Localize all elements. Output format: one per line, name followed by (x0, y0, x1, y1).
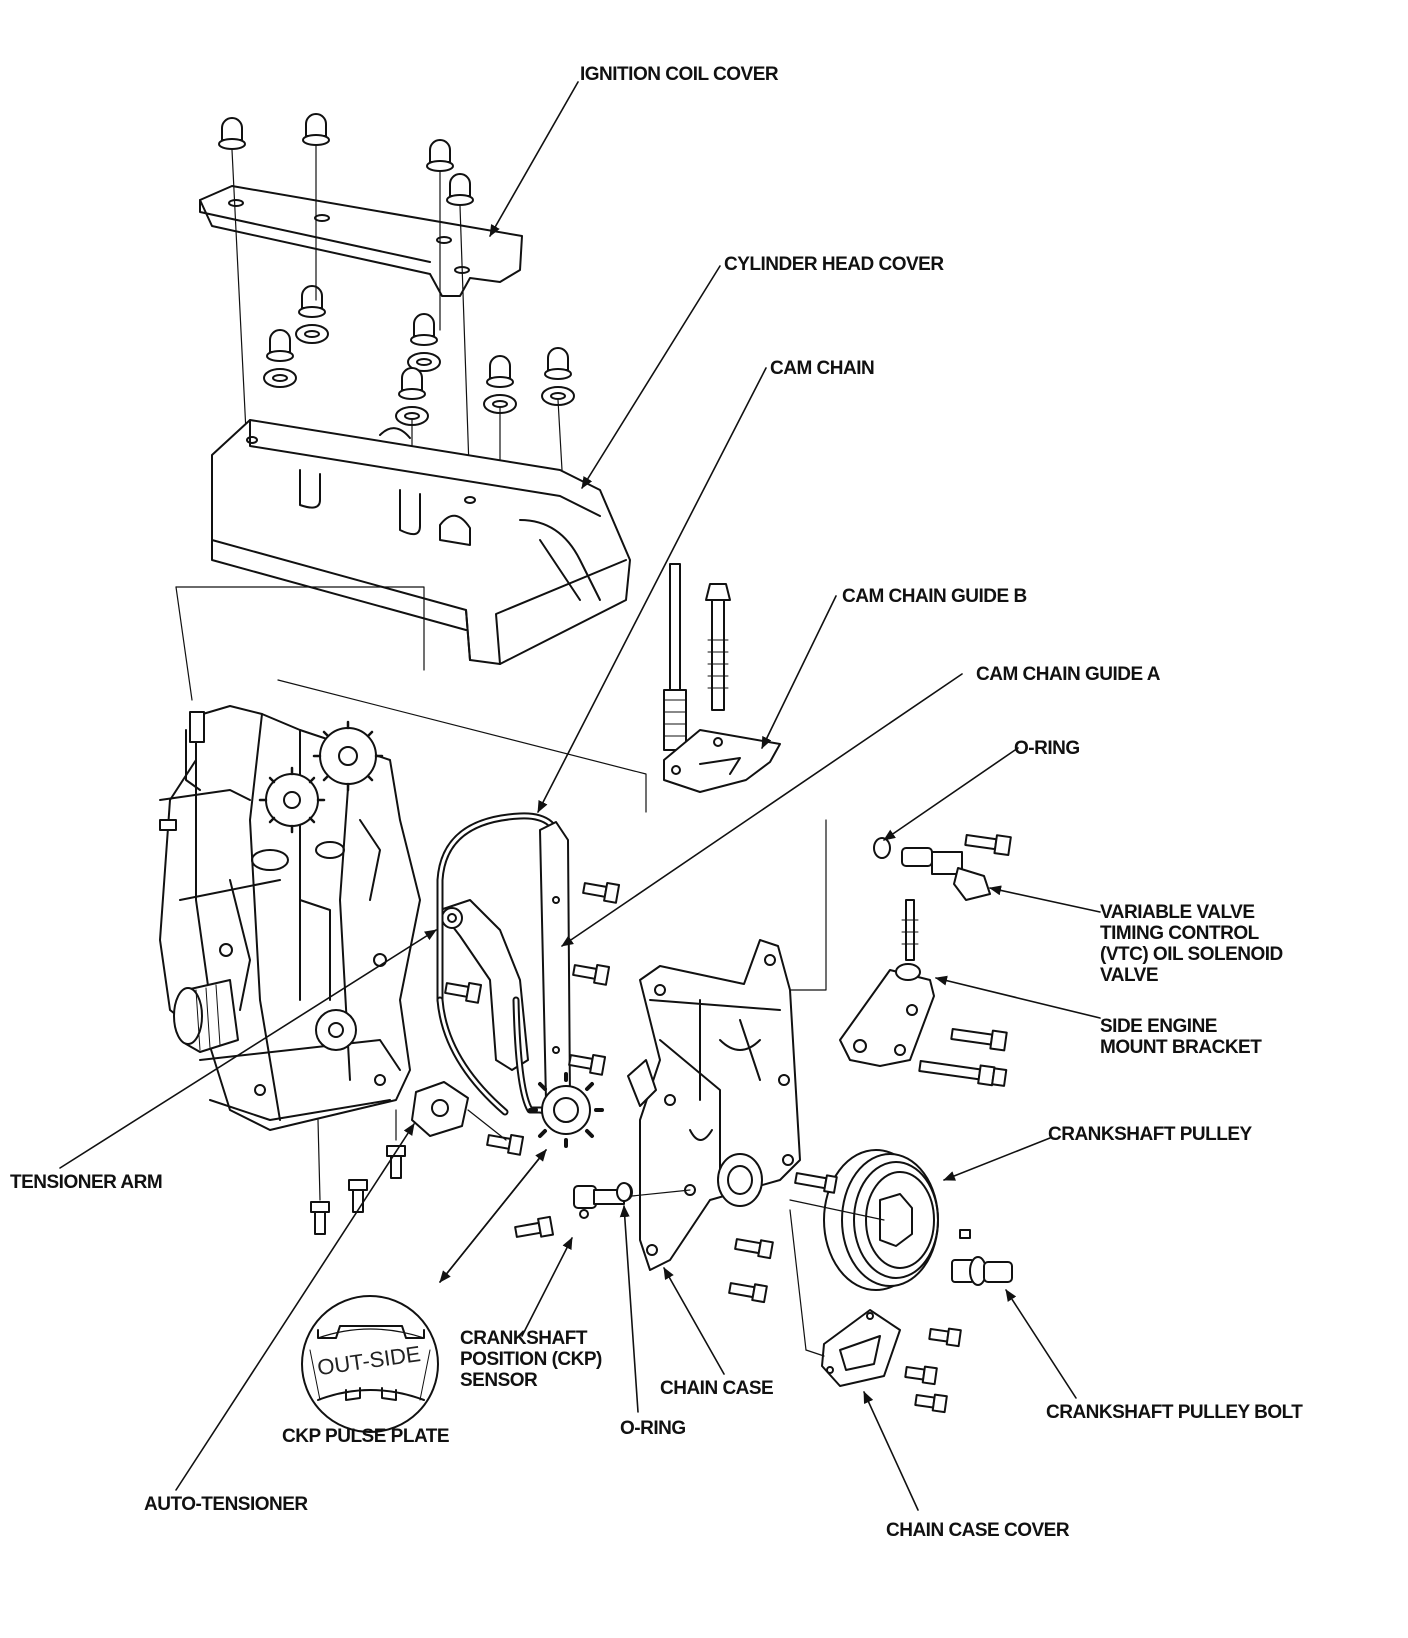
ckp-sensor-part (514, 1183, 633, 1238)
chain-bolts (444, 881, 621, 1156)
label-side-engine-mount-bracket: SIDE ENGINE MOUNT BRACKET (1100, 1016, 1262, 1058)
label-ignition-coil-cover: IGNITION COIL COVER (580, 64, 779, 85)
vtc-valve-part (873, 834, 1012, 901)
label-chain-case-cover: CHAIN CASE COVER (886, 1520, 1070, 1541)
label-cam-chain: CAM CHAIN (770, 358, 875, 379)
loose-bolts-bottom (310, 1109, 406, 1235)
head-cover-nuts-grommets (263, 285, 575, 426)
label-tensioner-arm: TENSIONER ARM (10, 1172, 163, 1193)
label-auto-tensioner: AUTO-TENSIONER (144, 1494, 308, 1515)
label-crankshaft-pulley: CRANKSHAFT PULLEY (1048, 1124, 1252, 1145)
side-engine-mount-bracket-part (839, 899, 1008, 1087)
label-o-ring-top: O-RING (1014, 738, 1080, 759)
leader-lines (59, 81, 1101, 1511)
chain-case-cover-part (821, 1309, 962, 1414)
auto-tensioner-part (411, 1081, 507, 1141)
coil-cover-nuts (218, 113, 474, 206)
ignition-coil-cover-part (199, 185, 523, 297)
case-bolts (728, 1238, 774, 1304)
label-cylinder-head-cover: CYLINDER HEAD COVER (724, 254, 944, 275)
cam-chain-guide-a-part (539, 821, 571, 1111)
label-cam-chain-guide-b: CAM CHAIN GUIDE B (842, 586, 1027, 607)
o-ring-bottom-part (616, 1182, 632, 1202)
cylinder-head-cover-part (211, 419, 631, 665)
cam-chain-guide-b-part (663, 729, 781, 793)
crankshaft-pulley-part (794, 1149, 971, 1291)
assembly-guides (631, 1189, 885, 1357)
label-o-ring-bottom: O-RING (620, 1418, 686, 1439)
chain-case-part (627, 939, 801, 1271)
label-cam-chain-guide-a: CAM CHAIN GUIDE A (976, 664, 1160, 685)
label-ckp-sensor: CRANKSHAFT POSITION (CKP) SENSOR (460, 1328, 602, 1391)
label-crankshaft-pulley-bolt: CRANKSHAFT PULLEY BOLT (1046, 1402, 1303, 1423)
ckp-detail-callout (301, 1295, 439, 1433)
engine-block-part (159, 705, 421, 1131)
label-vtc-valve: VARIABLE VALVE TIMING CONTROL (VTC) OIL … (1100, 902, 1283, 986)
ckp-pulse-plate-part (528, 1072, 604, 1148)
label-ckp-pulse-plate: CKP PULSE PLATE (282, 1426, 450, 1447)
guide-b-bolts (663, 563, 731, 751)
crankshaft-pulley-bolt-part (951, 1256, 1013, 1286)
label-chain-case: CHAIN CASE (660, 1378, 774, 1399)
